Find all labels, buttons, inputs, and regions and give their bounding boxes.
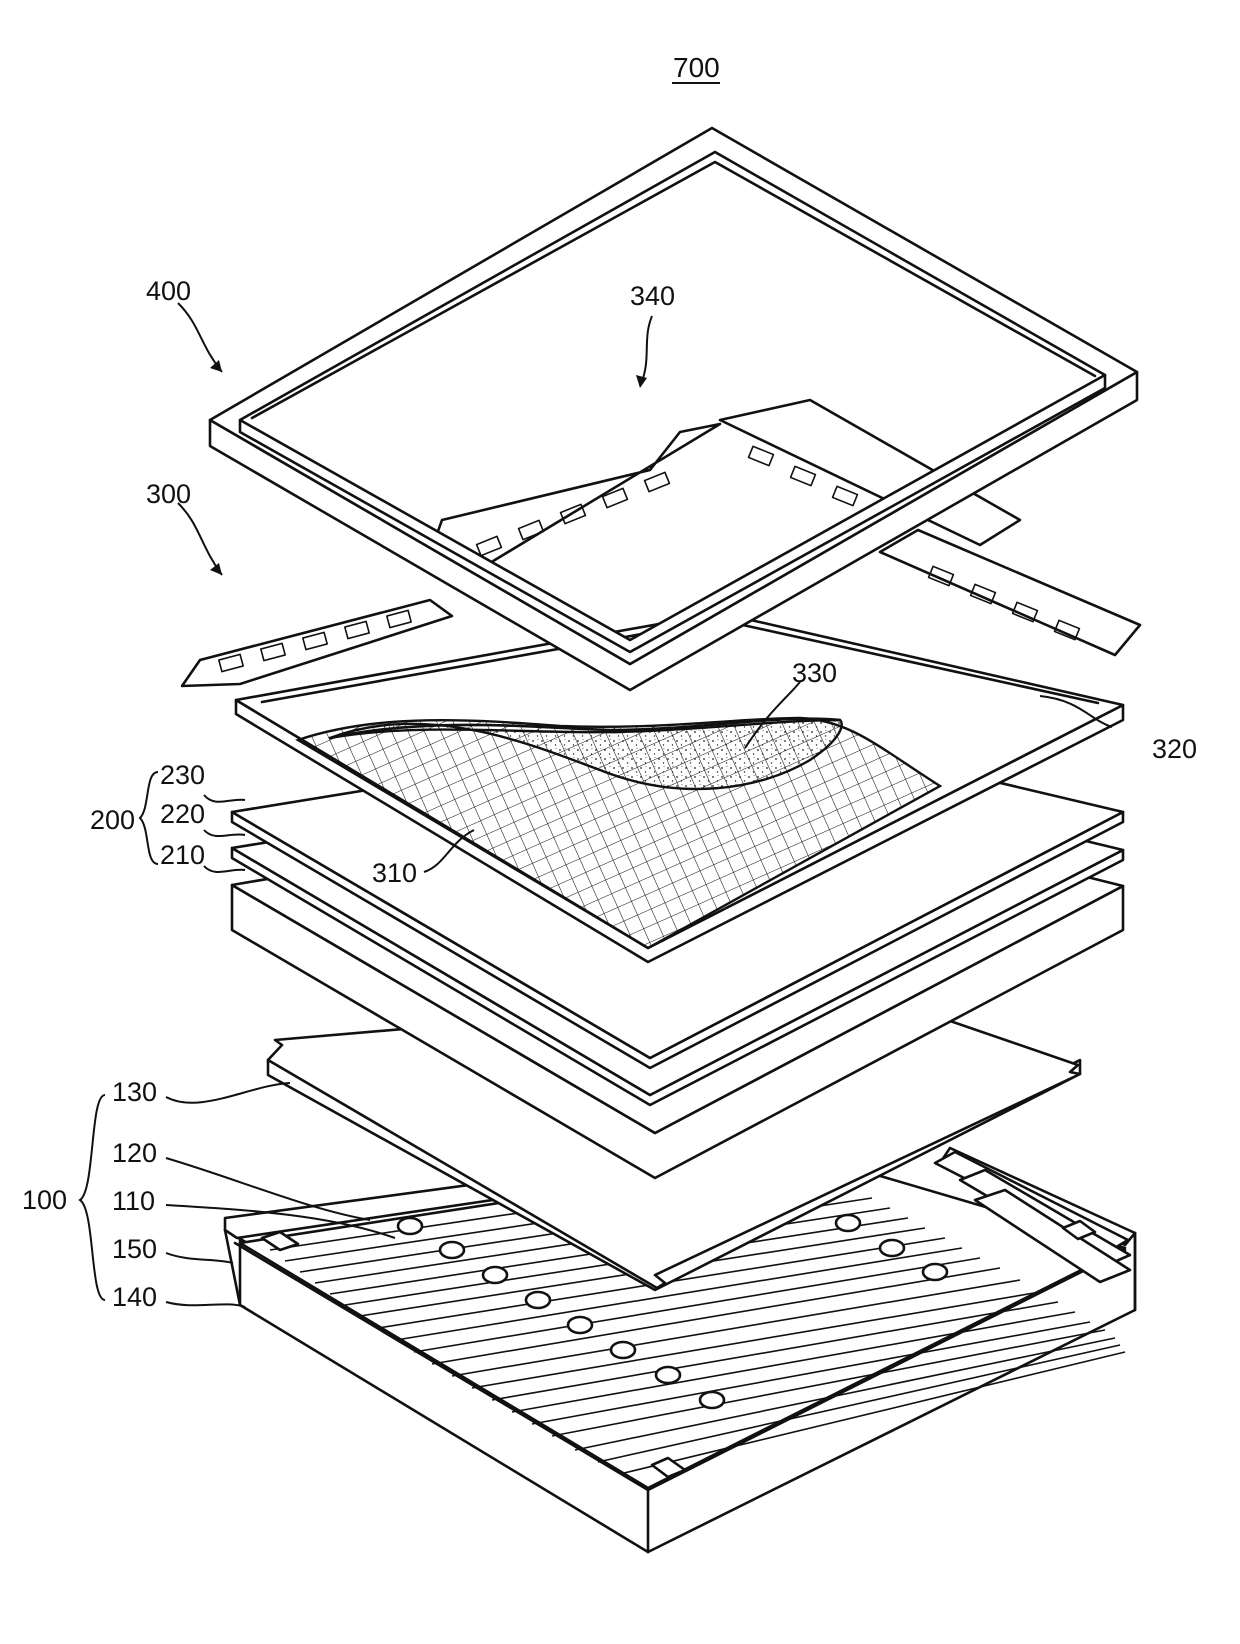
label-150: 150 bbox=[112, 1234, 157, 1264]
label-200: 200 bbox=[90, 805, 135, 835]
label-220: 220 bbox=[160, 799, 205, 829]
top-frame-400 bbox=[210, 128, 1137, 690]
label-400: 400 bbox=[146, 276, 191, 306]
label-120: 120 bbox=[112, 1138, 157, 1168]
label-320: 320 bbox=[1152, 734, 1197, 764]
label-310: 310 bbox=[372, 858, 417, 888]
label-210: 210 bbox=[160, 840, 205, 870]
figure-number: 700 bbox=[673, 52, 720, 83]
label-140: 140 bbox=[112, 1282, 157, 1312]
label-300: 300 bbox=[146, 479, 191, 509]
label-130: 130 bbox=[112, 1077, 157, 1107]
label-100: 100 bbox=[22, 1185, 67, 1215]
label-330: 330 bbox=[792, 658, 837, 688]
label-340: 340 bbox=[630, 281, 675, 311]
label-110: 110 bbox=[112, 1186, 155, 1216]
label-230: 230 bbox=[160, 760, 205, 790]
